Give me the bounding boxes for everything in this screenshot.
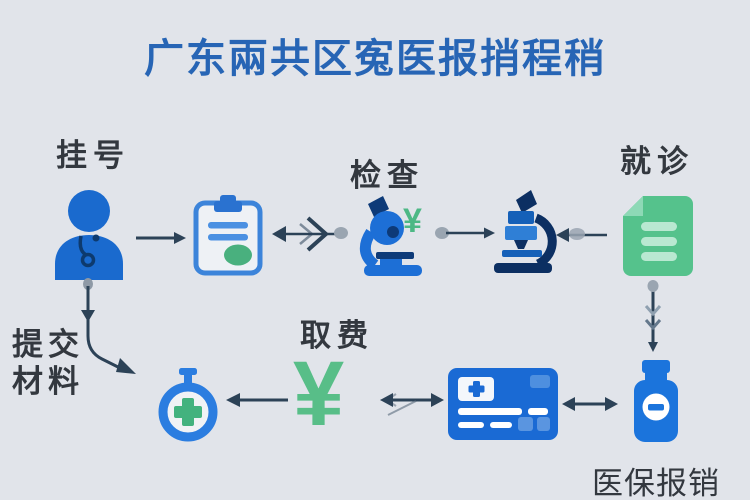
medical-record-icon xyxy=(621,194,695,278)
arrow-right-icon xyxy=(134,228,186,248)
arrow-left-blob-icon xyxy=(556,224,608,246)
label-fees: 取费 xyxy=(300,318,374,353)
microscope-dark-icon xyxy=(490,186,558,276)
arrow-double-ghost-icon xyxy=(380,388,444,418)
yen-symbol: ¥ xyxy=(293,343,345,445)
label-examination: 检查 xyxy=(350,158,424,193)
medicine-bottle-icon xyxy=(634,360,678,442)
yen-badge: ¥ xyxy=(403,202,422,240)
label-submit-line1: 提交 xyxy=(12,327,84,362)
label-reimbursement: 医保报销 xyxy=(592,466,720,500)
label-registration: 挂号 xyxy=(56,138,130,173)
clipboard-icon xyxy=(191,190,265,278)
arrow-right-blob-icon xyxy=(434,222,496,244)
patient-icon xyxy=(50,188,128,280)
stopwatch-icon xyxy=(156,368,220,442)
label-submit-materials: 提交 材料 xyxy=(12,326,84,400)
page-title: 广东兩共区寃医报捎程稍 xyxy=(144,37,606,81)
arrow-vertical-icon xyxy=(642,280,664,356)
arrow-elbow-down-icon xyxy=(60,278,144,380)
microscope-icon xyxy=(350,194,428,280)
label-submit-line2: 材料 xyxy=(12,364,84,399)
arrow-double-icon xyxy=(270,214,350,258)
arrow-left-icon xyxy=(226,390,290,410)
arrow-double-horizontal-icon xyxy=(562,392,618,416)
insurance-card-icon xyxy=(448,368,558,440)
label-visit: 就诊 xyxy=(620,144,694,179)
